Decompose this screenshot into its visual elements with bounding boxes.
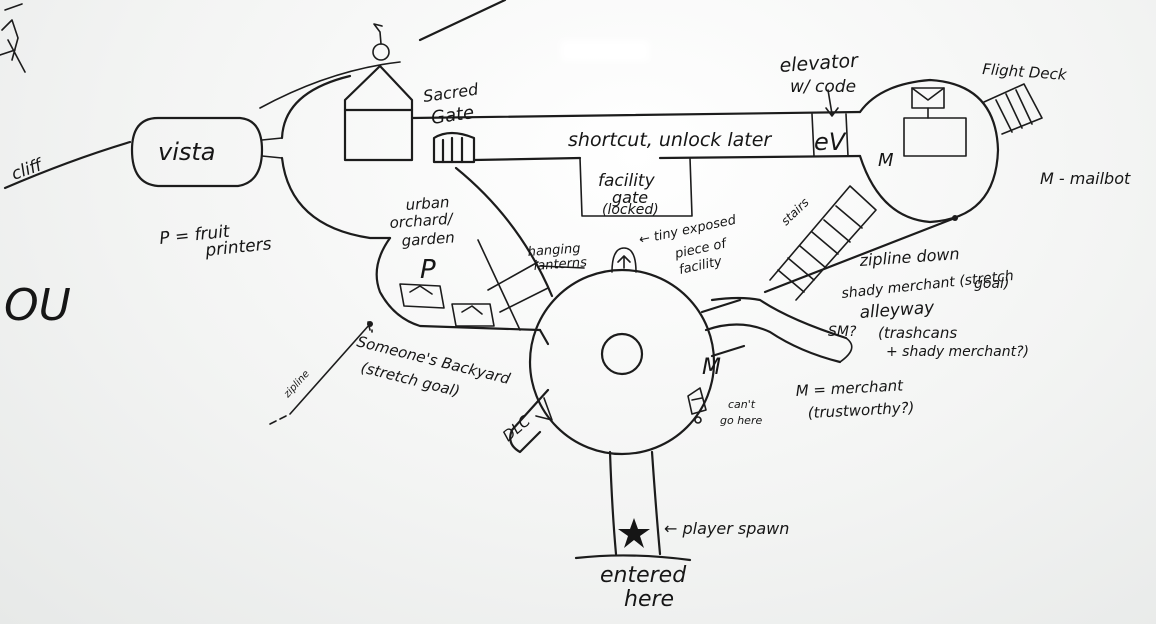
label-stairs: stairs [778, 195, 811, 228]
label-vista: vista [158, 138, 216, 166]
label-alleyway-2: (trashcans [878, 324, 957, 342]
alleyway-end [839, 337, 853, 363]
label-sm-marker: SM? [828, 324, 857, 340]
label-entered-1: entered [600, 563, 687, 588]
vista-connector [261, 137, 283, 159]
dlc-marker [535, 397, 553, 421]
label-elevator-1: elevator [779, 49, 860, 77]
planter-boxes [399, 283, 495, 327]
west-plaza [280, 74, 392, 240]
label-zipline: zipline [281, 369, 312, 401]
label-orchard-marker: P [420, 255, 436, 285]
label-lanterns-1: hanging [527, 241, 581, 260]
label-alleyway-1: alleyway [859, 298, 936, 323]
entrance-line [574, 554, 692, 562]
label-cant-1: can't [728, 398, 756, 411]
shortcut-corridor [410, 110, 862, 162]
zipline-down-line [763, 216, 957, 294]
label-elevator-2: w/ code [790, 77, 856, 97]
label-shady-2: goal) [974, 276, 1009, 292]
label-edge-text: OU [4, 280, 71, 331]
label-lanterns-2: lanterns [533, 255, 587, 274]
zipline-anchor [952, 215, 958, 221]
zipline-end-dash [269, 415, 287, 425]
label-merchant-1: M = merchant [795, 376, 904, 400]
label-player-spawn: ← player spawn [664, 519, 789, 538]
label-entered-2: here [624, 587, 674, 612]
flight-deck [983, 83, 1043, 135]
east-path [700, 298, 746, 358]
label-shortcut: shortcut, unlock later [568, 129, 772, 151]
label-ev: eV [814, 128, 847, 156]
alleyway [704, 296, 848, 364]
label-dlc: DLC [499, 411, 534, 445]
label-facility-gate-2: gate [612, 188, 648, 207]
label-zipline-down: zipline down [858, 244, 960, 270]
label-merchant-marker: M [702, 355, 721, 380]
edge-scribble [0, 3, 26, 73]
label-mailbot-marker: M [878, 150, 894, 171]
label-alleyway-3: + shady merchant?) [886, 344, 1029, 360]
label-orchard-3: garden [401, 228, 455, 250]
label-facility-gate-3: (locked) [602, 202, 659, 218]
mailbot-building [858, 78, 1000, 224]
top-diagonal-line [418, 0, 507, 42]
label-orchard-2: orchard/ [389, 210, 455, 232]
label-sacred-gate-2: Gate [430, 102, 476, 129]
elevator-arrow [825, 89, 839, 117]
sacred-gate [432, 131, 476, 164]
cliff-line [3, 140, 132, 190]
label-facility-gate-1: facility [598, 171, 656, 191]
south-path [608, 450, 662, 556]
dlc-path [509, 388, 550, 454]
label-flight-deck: Flight Deck [982, 60, 1069, 84]
label-orchard-1: urban [405, 193, 450, 214]
sacred-gate-house [343, 23, 414, 162]
label-merchant-2: (trustworthy?) [807, 398, 915, 422]
light-glare [560, 40, 650, 62]
mailbot-icon [903, 87, 967, 157]
player-spawn-star [618, 518, 650, 548]
orchard-garden [375, 166, 554, 332]
label-mailbot: M - mailbot [1040, 169, 1131, 188]
central-plaza [528, 268, 716, 456]
west-path [538, 328, 550, 346]
exposed-facility-icon [611, 247, 637, 273]
hanging-lanterns [477, 239, 585, 331]
facility-gate-box [579, 157, 693, 217]
west-plaza-upper [259, 61, 401, 109]
blocked-marker [687, 387, 707, 424]
elevator-box [811, 113, 849, 157]
zipline-to-backyard [289, 323, 371, 415]
vista-area [130, 116, 264, 188]
label-cliff: cliff [9, 155, 47, 185]
label-cant-2: go here [720, 414, 762, 427]
plaza-fountain [600, 332, 644, 376]
